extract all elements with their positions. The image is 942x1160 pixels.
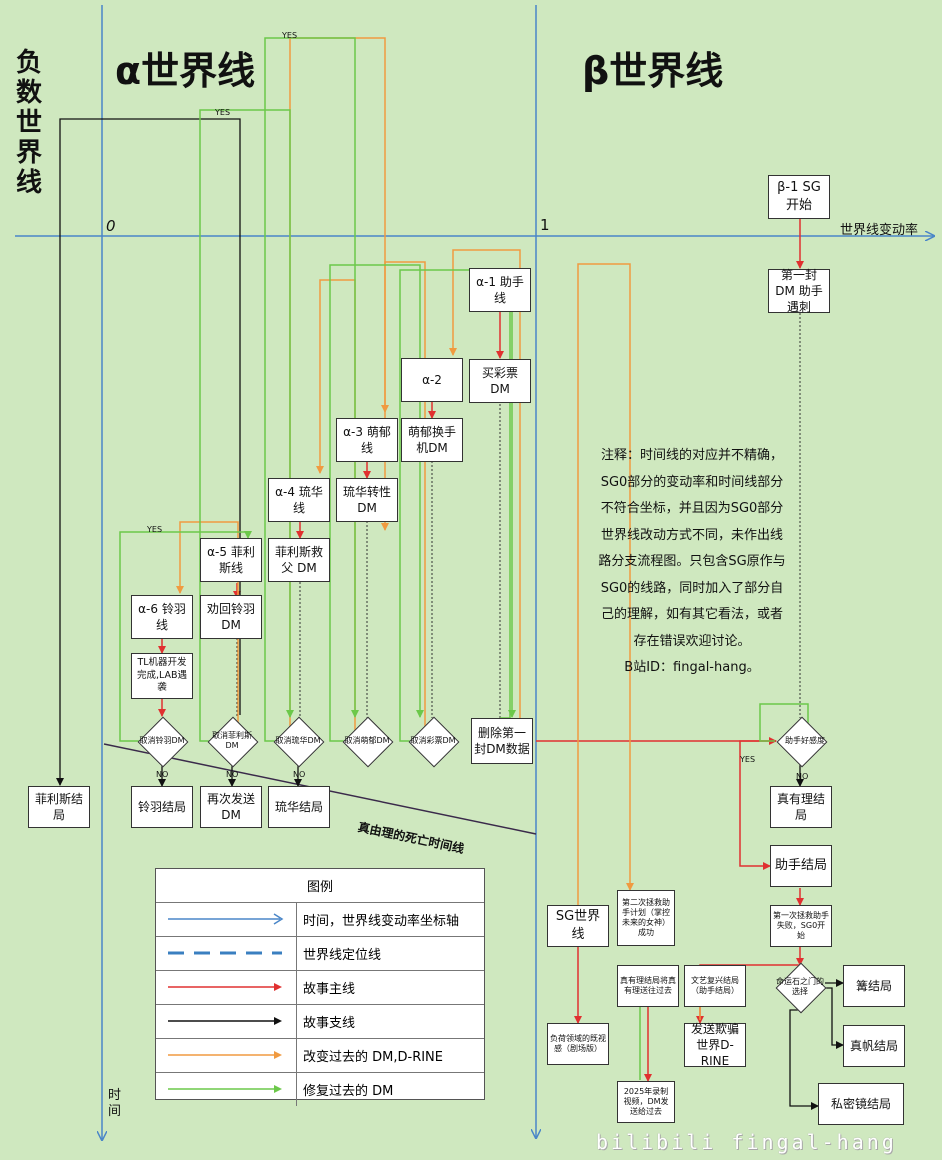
origin-label: 0 <box>106 217 116 235</box>
legend-row: 修复过去的 DM <box>156 1073 484 1106</box>
node-alpha5: α-5 菲利斯线 <box>200 538 262 582</box>
node-suzuha-dm: 劝回铃羽 DM <box>200 595 262 639</box>
locator-lines <box>236 313 801 718</box>
node-true-ending: 真有理结局 <box>770 786 832 828</box>
alpha-worldline-title: α世界线 <box>115 49 256 93</box>
node-mirror-ending: 私密镜结局 <box>818 1083 904 1125</box>
axis-lines <box>15 5 934 1140</box>
node-kagari-ending: 篝结局 <box>843 965 905 1007</box>
legend-swatch-change <box>156 1039 297 1072</box>
diamond-cancel-suzuha: 取消铃羽DM <box>137 716 187 766</box>
node-d-rine: 发送欺骗世界D-RINE <box>684 1022 746 1068</box>
node-maho-ending: 真帆结局 <box>843 1025 905 1067</box>
node-mayuri-ending-sent: 真有理结局将真有理送往过去 <box>617 965 679 1007</box>
node-alpha6: α-6 铃羽线 <box>131 595 193 639</box>
yes-label: YES <box>282 31 298 40</box>
legend-label: 故事主线 <box>303 982 356 997</box>
legend-row: 故事主线 <box>156 971 484 1005</box>
one-label: 1 <box>540 216 550 234</box>
node-alpha1: α-1 助手线 <box>469 268 531 312</box>
legend-swatch-axis <box>156 903 297 936</box>
no-label: NO <box>156 770 169 779</box>
node-lottery-dm: 买彩票 DM <box>469 359 531 403</box>
annotation-note: 注释：时间线的对应并不精确， SG0部分的变动率和时间线部分 不符合坐标，并且因… <box>598 448 786 675</box>
diamond-cancel-ruka: 取消琉华DM <box>273 716 323 766</box>
yes-label: YES <box>147 525 163 534</box>
node-video-2025: 2025年录制视频，DM发送给过去 <box>617 1081 675 1123</box>
node-alpha4: α-4 琉华线 <box>268 478 330 522</box>
node-sg-worldline: SG世界线 <box>547 905 609 947</box>
legend-swatch-repair <box>156 1073 297 1106</box>
node-faris-dm: 菲利斯救父 DM <box>268 538 330 582</box>
no-label: NO <box>796 772 809 781</box>
node-second-rescue-plan: 第二次拯救助手计划（掌控未来的女神）成功 <box>617 890 675 946</box>
legend: 图例 时间，世界线变动率坐标轴 世界线定位线 故事主线 故事支线 改变过去的 D… <box>155 868 485 1106</box>
node-assistant-ending: 助手结局 <box>770 845 832 887</box>
node-renaissance-ending: 文艺复兴结局（助手结局） <box>684 965 746 1007</box>
yes-label: YES <box>215 108 231 117</box>
node-load-region-vision: 负荷领域的既视感（剧场版） <box>547 1023 609 1065</box>
yes-label: YES <box>740 755 756 764</box>
beta-worldline-title: β世界线 <box>582 49 724 93</box>
legend-swatch-main <box>156 971 297 1004</box>
legend-label: 世界线定位线 <box>303 948 382 963</box>
no-label: NO <box>226 770 239 779</box>
no-label: NO <box>293 770 306 779</box>
legend-swatch-locator <box>156 937 297 970</box>
diamond-cancel-faris: 取消菲利斯DM <box>207 716 257 766</box>
legend-row: 世界线定位线 <box>156 937 484 971</box>
node-alpha2: α-2 <box>401 358 463 402</box>
legend-row: 时间，世界线变动率坐标轴 <box>156 903 484 937</box>
node-ruka-ending: 琉华结局 <box>268 786 330 828</box>
node-alpha3: α-3 萌郁线 <box>336 418 398 462</box>
legend-row: 故事支线 <box>156 1005 484 1039</box>
node-first-dm: 第一封 DM 助手遇刺 <box>768 268 830 314</box>
node-tl-machine: TL机器开发完成,LAB遇袭 <box>131 653 193 699</box>
legend-swatch-branch <box>156 1005 297 1038</box>
diamond-affection: 助手好感度 <box>776 716 834 766</box>
legend-row: 改变过去的 DM,D-RINE <box>156 1039 484 1073</box>
y-axis-label: 时间 <box>108 1088 122 1119</box>
legend-label: 修复过去的 DM <box>303 1084 394 1099</box>
node-faris-ending-negative: 菲利斯结局 <box>28 786 90 828</box>
legend-label: 故事支线 <box>303 1016 356 1031</box>
negative-worldline-title: 负数世界线 <box>15 48 42 198</box>
node-beta1: β-1 SG开始 <box>768 175 830 219</box>
node-moeka-dm: 萌郁换手机DM <box>401 418 463 462</box>
legend-label: 改变过去的 DM,D-RINE <box>303 1050 443 1065</box>
node-suzuha-ending: 铃羽结局 <box>131 786 193 828</box>
legend-title: 图例 <box>156 869 484 903</box>
node-resend-dm: 再次发送 DM <box>200 786 262 828</box>
node-ruka-dm: 琉华转性 DM <box>336 478 398 522</box>
legend-label: 时间，世界线变动率坐标轴 <box>303 914 460 929</box>
diamond-cancel-lottery: 取消彩票DM <box>408 716 458 766</box>
diamond-steins-choice: 命运石之门的选择 <box>775 962 825 1012</box>
x-axis-label: 世界线变动率 <box>840 223 919 238</box>
watermark: bilibili fingal-hang <box>596 1130 897 1154</box>
diamond-cancel-moeka: 取消萌郁DM <box>342 716 392 766</box>
node-delete-dm: 删除第一封DM数据 <box>471 718 533 764</box>
node-first-rescue-fail: 第一次拯救助手失败，SG0开始 <box>770 905 832 947</box>
